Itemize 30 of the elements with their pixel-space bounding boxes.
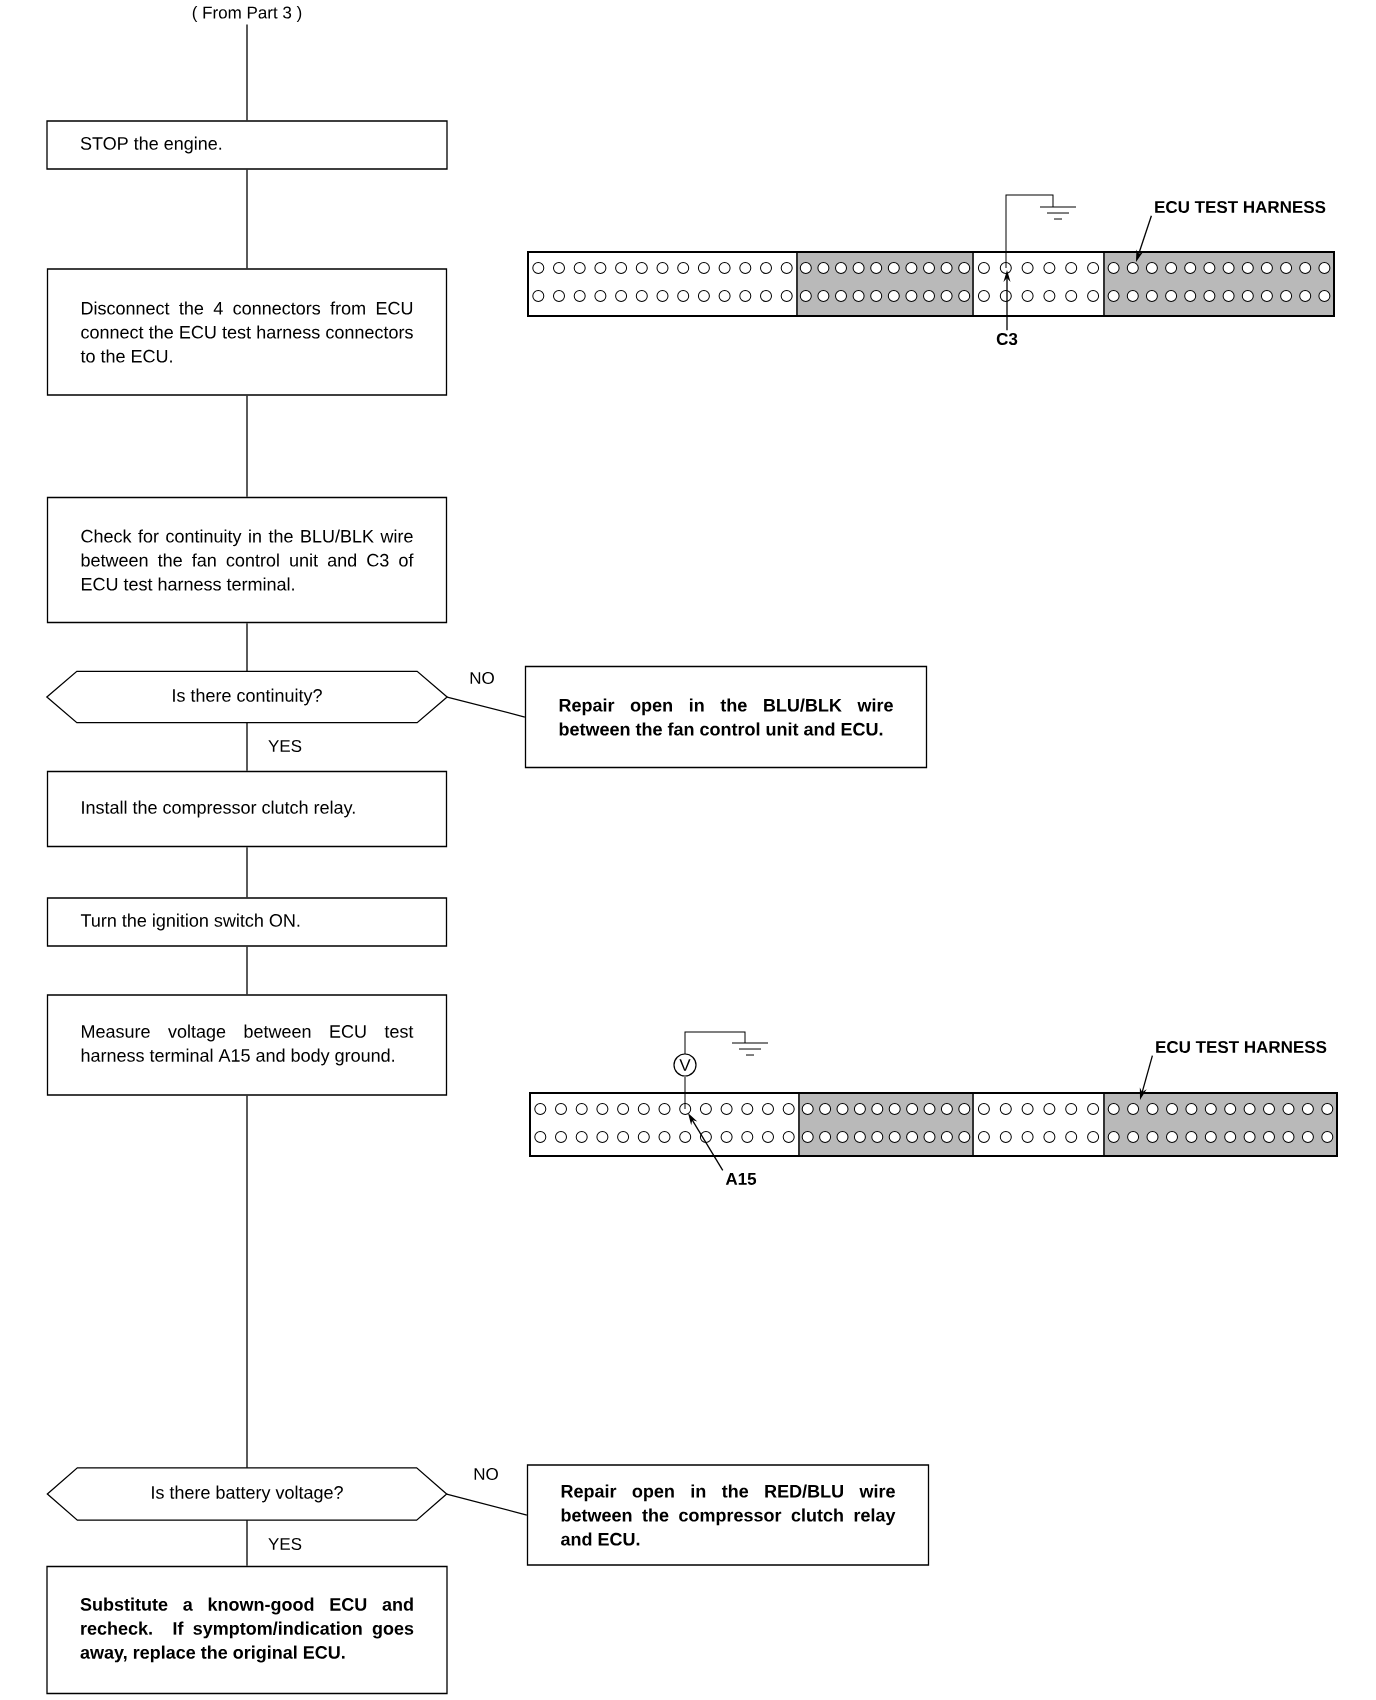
connector-line xyxy=(246,23,248,121)
callout-label: ECU TEST HARNESS xyxy=(1156,1041,1327,1054)
edge-label: YES xyxy=(266,1536,304,1553)
connector-line xyxy=(246,169,248,269)
process-box: Repair open in the RED/BLU wire between the compressor clutch relay and ECU. xyxy=(526,1464,930,1566)
connector-line xyxy=(446,1493,528,1516)
connector-line xyxy=(246,722,248,772)
process-box: Substitute a known-good ECU and recheck. If symptom/indication goes away, replace the original ECU. xyxy=(46,1565,448,1695)
process-box: Install the compressor clutch relay. xyxy=(46,770,448,848)
edge-label: YES xyxy=(266,738,304,755)
connector-line xyxy=(246,1095,248,1469)
process-box: STOP the engine. xyxy=(46,120,448,170)
process-box: Turn the ignition switch ON. xyxy=(46,897,448,947)
process-box: Measure voltage between ECU test harness terminal A15 and body ground. xyxy=(46,994,448,1096)
edge-label: NO xyxy=(467,670,497,687)
process-box: Check for continuity in the BLU/BLK wire between the fan control unit and C3 of ECU test harness terminal. xyxy=(46,496,448,624)
decision-hexagon: Is there battery voltage? xyxy=(46,1467,448,1521)
process-box: Disconnect the 4 connectors from ECU connect the ECU test harness connectors to the ECU. xyxy=(46,268,448,396)
connector-line xyxy=(246,395,248,498)
callout-label: A15 xyxy=(725,1173,757,1185)
connector-line xyxy=(446,696,526,718)
connector-note: ( From Part 3 ) xyxy=(192,6,302,22)
callout-label: ECU TEST HARNESS xyxy=(1155,201,1326,214)
callout-label: C3 xyxy=(996,333,1018,346)
connector-line xyxy=(246,846,248,898)
process-box: Repair open in the BLU/BLK wire between the fan control unit and ECU. xyxy=(524,665,928,769)
connector-line xyxy=(246,1519,248,1567)
edge-label: NO xyxy=(471,1466,501,1483)
connector-line xyxy=(246,622,248,672)
connector-line xyxy=(246,946,248,995)
